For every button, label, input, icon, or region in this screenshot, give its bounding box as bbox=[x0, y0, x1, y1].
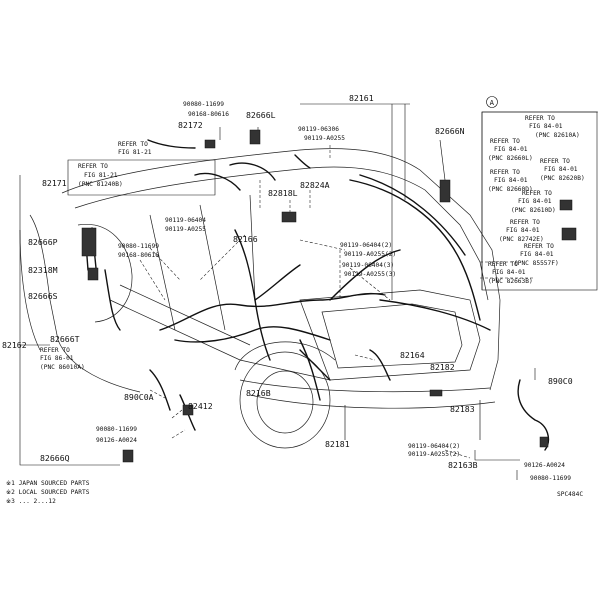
dashed-leaders bbox=[139, 145, 535, 459]
part-label: FIG 86-01 bbox=[40, 355, 74, 362]
refer-label: FIG 84-01 bbox=[494, 146, 528, 153]
car-body-outline bbox=[19, 148, 501, 449]
part-label: (PNC 81240B) bbox=[78, 181, 123, 188]
part-label: 82818L bbox=[268, 188, 298, 198]
part-label: 90119-A0255(2) bbox=[408, 451, 460, 458]
refer-label: REFER TO bbox=[525, 115, 555, 122]
refer-label: REFER TO bbox=[522, 190, 552, 197]
part-label: 82666P bbox=[28, 237, 58, 247]
refer-label: REFER TO bbox=[490, 138, 520, 145]
note-three: ※3 ... 2...12 bbox=[6, 498, 56, 505]
refer-label: (PNC 82660L) bbox=[488, 155, 533, 162]
refer-label: (PNC 82660D) bbox=[488, 186, 533, 193]
connectors bbox=[81, 129, 577, 463]
refer-label: FIG 84-01 bbox=[492, 269, 526, 276]
part-label: 90126-A0024 bbox=[524, 462, 565, 469]
part-label: 8216B bbox=[246, 388, 271, 398]
refer-label: REFER TO bbox=[524, 243, 554, 250]
part-label: 82666S bbox=[28, 291, 58, 301]
part-label: 90080-11699 bbox=[118, 243, 159, 250]
part-label: 82166 bbox=[233, 234, 258, 244]
refer-label: FIG 84-01 bbox=[518, 198, 552, 205]
panel-a: A bbox=[481, 96, 598, 291]
refer-label: REFER TO bbox=[510, 219, 540, 226]
refer-label: REFER TO bbox=[490, 169, 520, 176]
labels-bottom: 82164 82182 82183 890C0A 82412 8216B 900… bbox=[40, 350, 573, 482]
notes: ※1 JAPAN SOURCED PARTS ※2 LOCAL SOURCED … bbox=[6, 480, 583, 505]
part-label: 90119-06404 bbox=[165, 217, 206, 224]
part-label: 82666N bbox=[435, 126, 465, 136]
part-label: 82824A bbox=[300, 180, 330, 190]
part-label: 90119-A0255(2) bbox=[344, 251, 396, 258]
refer-label: FIG 84-01 bbox=[544, 166, 578, 173]
part-label: 82183 bbox=[450, 404, 475, 414]
refer-label: REFER TO bbox=[540, 158, 570, 165]
part-label: 890C0A bbox=[124, 392, 154, 402]
part-label: 82164 bbox=[400, 350, 425, 360]
refer-label: (PNC 82742E) bbox=[499, 236, 544, 243]
part-label: 890C0 bbox=[548, 376, 573, 386]
part-label: 90119-A0255(3) bbox=[344, 271, 396, 278]
part-label: 82161 bbox=[349, 93, 374, 103]
part-label: 90119-06404(3) bbox=[342, 262, 394, 269]
part-label: 90080-11699 bbox=[530, 475, 571, 482]
part-label: 82181 bbox=[325, 439, 350, 449]
labels-left: 82666P 82318M 82666S 90080-11699 90168-8… bbox=[2, 217, 396, 371]
note-local: ※2 LOCAL SOURCED PARTS bbox=[6, 489, 90, 496]
note-japan: ※1 JAPAN SOURCED PARTS bbox=[6, 480, 90, 487]
panel-a-tag: A bbox=[490, 98, 495, 107]
part-label: 90119-06404(2) bbox=[408, 443, 460, 450]
part-label: 82318M bbox=[28, 265, 58, 275]
part-label: 90119-06404(2) bbox=[340, 242, 392, 249]
part-label: 90119-06306 bbox=[298, 126, 339, 133]
part-label: REFER TO bbox=[40, 347, 70, 354]
part-label: FIG 81-21 bbox=[84, 172, 118, 179]
part-label: 82171 bbox=[42, 178, 67, 188]
part-label: 82162 bbox=[2, 340, 27, 350]
refer-label: (PNC 82663B) bbox=[488, 278, 533, 285]
refer-label: REFER TO bbox=[488, 261, 518, 268]
part-label: 90168-80616 bbox=[188, 111, 229, 118]
panel-a-frame bbox=[481, 111, 598, 291]
refer-label: (PNC 82610A) bbox=[535, 132, 580, 139]
labels-panel-a: REFER TO FIG 84-01 (PNC 82610A) REFER TO… bbox=[488, 115, 585, 285]
refer-label: FIG 84-01 bbox=[520, 251, 554, 258]
panel-a-tag-circle bbox=[486, 96, 498, 108]
part-label: 90126-A0024 bbox=[96, 437, 137, 444]
part-label: 90080-11699 bbox=[96, 426, 137, 433]
labels-top: 90080-11699 90168-80616 82172 82666L 821… bbox=[42, 93, 465, 198]
refer-label: (PNC 82610D) bbox=[511, 207, 556, 214]
part-label: 90168-80616 bbox=[118, 252, 159, 259]
refer-label: REFER TO bbox=[118, 141, 148, 148]
figure-code: SPC484C bbox=[557, 491, 583, 498]
refer-label: FIG 84-01 bbox=[529, 123, 563, 130]
part-label: 90119-A0255 bbox=[304, 135, 345, 142]
part-label: 90080-11699 bbox=[183, 101, 224, 108]
refer-label: FIG 81-21 bbox=[118, 149, 152, 156]
refer-label: FIG 84-01 bbox=[494, 177, 528, 184]
part-label: (PNC 86010A) bbox=[40, 364, 85, 371]
part-label: 82666L bbox=[246, 110, 276, 120]
refer-label: (PNC 85557F) bbox=[514, 260, 559, 267]
part-label: 82666T bbox=[50, 334, 80, 344]
part-label: REFER TO bbox=[78, 163, 108, 170]
refer-label: FIG 84-01 bbox=[506, 227, 540, 234]
part-label: 90119-A0255 bbox=[165, 226, 206, 233]
part-label: 82666Q bbox=[40, 453, 70, 463]
part-label: 82182 bbox=[430, 362, 455, 372]
part-label: 82172 bbox=[178, 120, 203, 130]
refer-label: (PNC 82620B) bbox=[540, 175, 585, 182]
part-label: 82412 bbox=[188, 401, 213, 411]
part-label: 82163B bbox=[448, 460, 478, 470]
